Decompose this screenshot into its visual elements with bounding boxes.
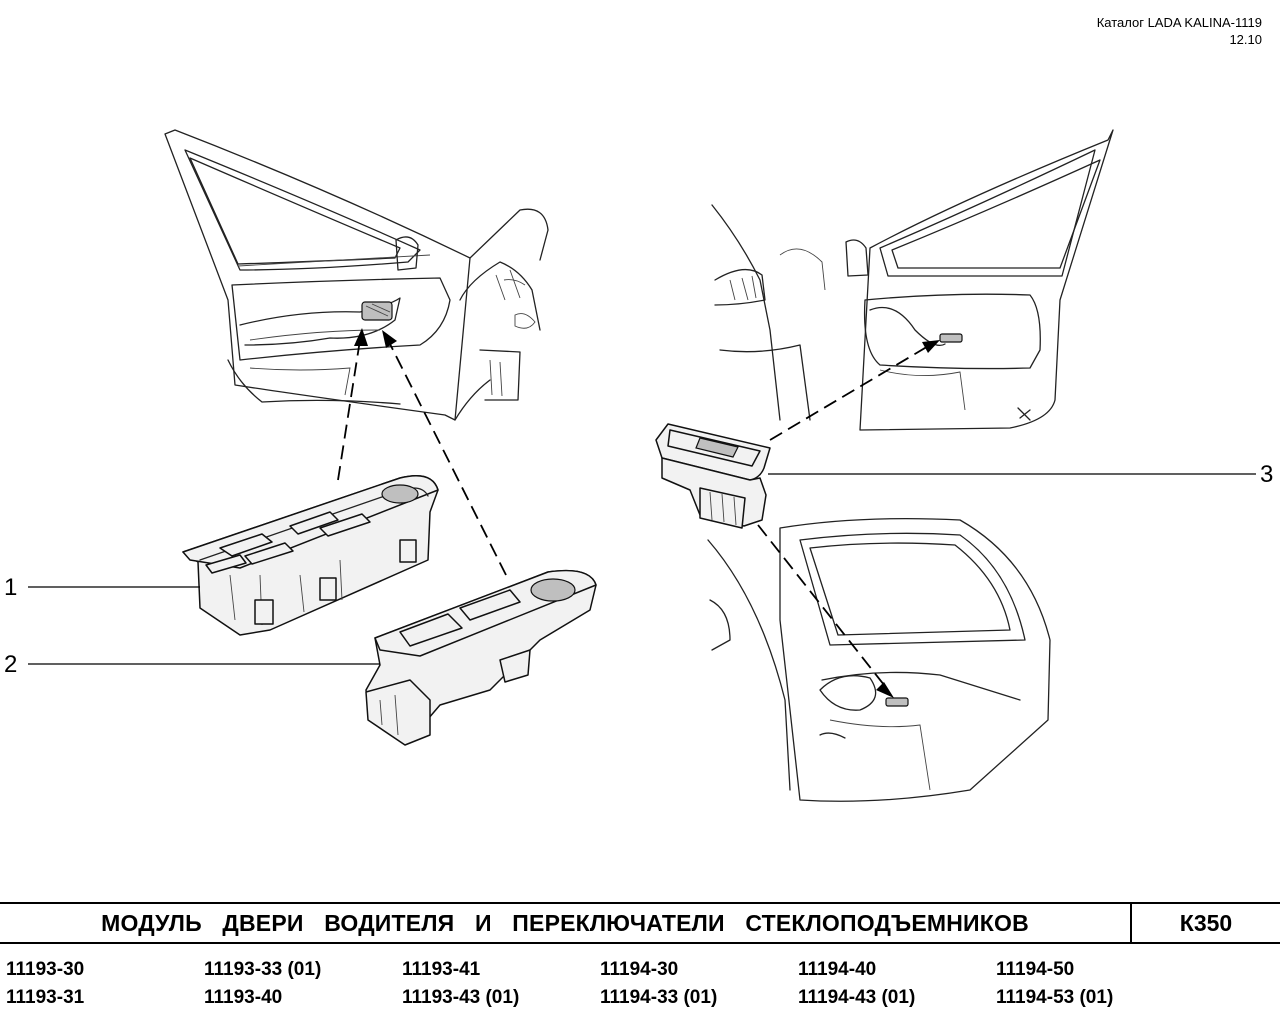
leader-arrow-1: [337, 339, 361, 481]
model-code: 11194-30: [600, 959, 679, 980]
catalog-name: Каталог LADA KALINA-1119: [1096, 15, 1262, 30]
leader-arrow-3b: [757, 524, 889, 691]
page-title: МОДУЛЬ ДВЕРИ ВОДИТЕЛЯ И ПЕРЕКЛЮЧАТЕЛИ СТ…: [0, 904, 1132, 942]
switch-location-mark-front-passenger: [939, 333, 963, 343]
model-code: 11193-40: [204, 987, 283, 1008]
model-row: 11193-30 11193-33 (01) 11193-41 11194-30…: [6, 956, 1266, 984]
leader-arrow-2: [387, 339, 507, 576]
model-code: 11194-53 (01): [996, 987, 1114, 1008]
model-code: 11194-43 (01): [798, 987, 916, 1008]
model-list: 11193-30 11193-33 (01) 11193-41 11194-30…: [6, 956, 1266, 1012]
title-bar: МОДУЛЬ ДВЕРИ ВОДИТЕЛЯ И ПЕРЕКЛЮЧАТЕЛИ СТ…: [0, 902, 1280, 944]
model-code: 11194-33 (01): [600, 987, 718, 1008]
front-door-drawing: [164, 129, 549, 421]
part-2-switch: [365, 569, 597, 746]
model-code: 11193-43 (01): [402, 987, 520, 1008]
model-code: 11193-41: [402, 959, 481, 980]
model-row: 11193-31 11193-40 11193-43 (01) 11194-33…: [6, 984, 1266, 1012]
model-code: 11193-31: [6, 987, 85, 1008]
model-code: 11193-30: [6, 959, 85, 980]
leader-arrow-3a: [769, 344, 931, 441]
part-3-window-switch: [655, 423, 771, 529]
part-1-door-module: [182, 475, 439, 636]
catalog-header: Каталог LADA KALINA-1119 12.10: [1097, 14, 1262, 48]
callout-1: 1: [4, 574, 18, 601]
callout-3: 3: [1260, 461, 1274, 488]
catalog-date: 12.10: [1229, 32, 1262, 47]
model-code: 11194-50: [996, 959, 1075, 980]
model-code: 11194-40: [798, 959, 877, 980]
section-code: К350: [1179, 909, 1233, 936]
model-code: 11193-33 (01): [204, 959, 322, 980]
rear-door-drawing: [707, 517, 1051, 802]
callout-2: 2: [4, 651, 18, 678]
parts-illustration: [28, 129, 1256, 802]
front-passenger-door-drawing: [711, 129, 1114, 431]
switch-location-mark-rear: [885, 697, 909, 707]
